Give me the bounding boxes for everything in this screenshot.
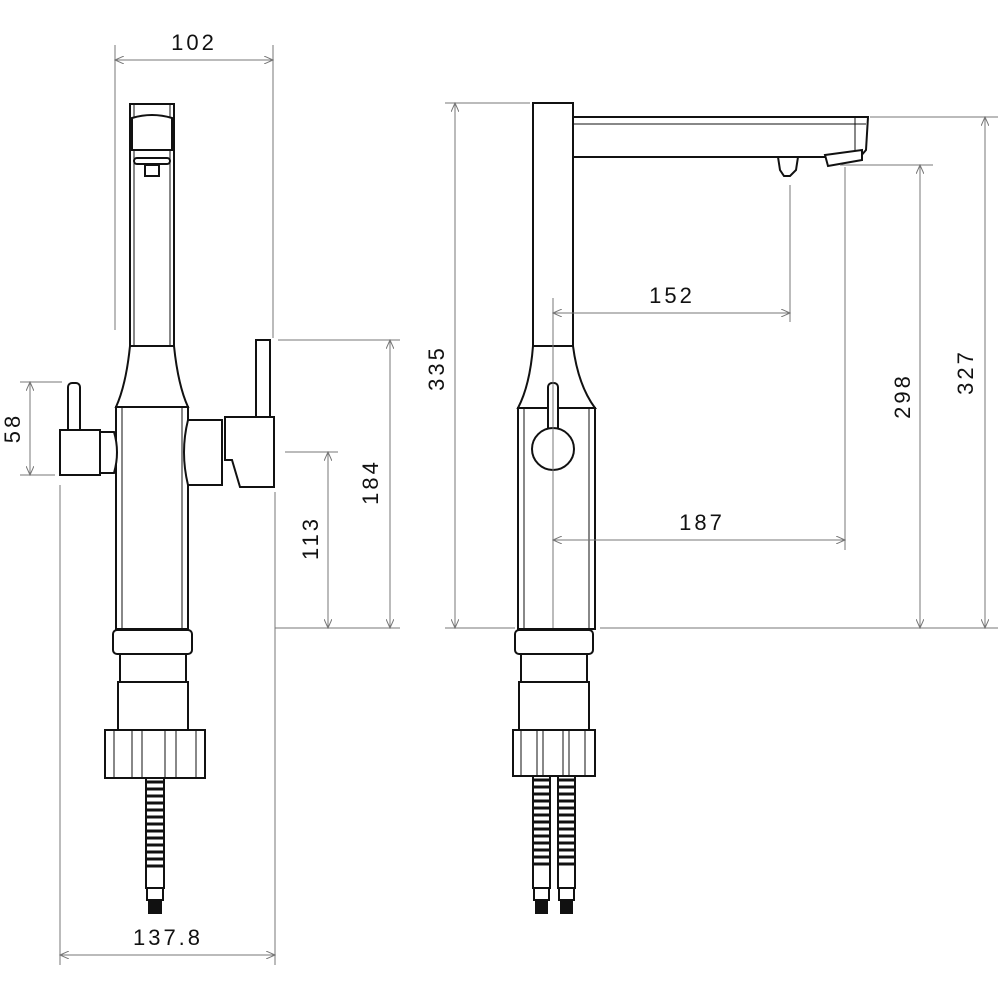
front-hose xyxy=(145,777,165,914)
dim-label-187: 187 xyxy=(679,510,725,535)
dim-label-58: 58 xyxy=(0,413,25,443)
front-left-handle-lever xyxy=(67,382,81,434)
dim-label-113: 113 xyxy=(298,516,323,560)
front-spout-head xyxy=(131,114,173,151)
front-nozzle xyxy=(144,164,160,177)
side-mounting-nut xyxy=(512,729,596,777)
front-right-connector xyxy=(183,419,223,486)
side-aerator xyxy=(823,148,863,168)
dim-label-137-8: 137.8 xyxy=(133,925,203,950)
side-dimensions: 335 152 187 298 327 xyxy=(424,103,998,628)
dim-label-102: 102 xyxy=(171,30,217,55)
dim-label-152: 152 xyxy=(649,283,695,308)
front-mounting-nut xyxy=(104,729,206,779)
side-hoses xyxy=(532,775,576,914)
front-taper xyxy=(114,345,190,408)
side-view xyxy=(512,102,870,914)
front-body xyxy=(115,406,189,630)
side-base-ring xyxy=(514,629,594,655)
side-spout-arm xyxy=(572,116,870,158)
dim-label-327: 327 xyxy=(953,349,978,395)
front-left-handle xyxy=(59,429,101,476)
side-small-nozzle xyxy=(776,156,800,177)
front-view xyxy=(59,103,275,914)
dim-label-184: 184 xyxy=(358,459,383,505)
dim-label-335: 335 xyxy=(424,345,449,391)
dim-label-298: 298 xyxy=(890,373,915,419)
front-dimensions: 102 58 113 184 137.8 xyxy=(0,30,400,965)
front-right-handle-lever xyxy=(255,339,271,421)
front-base-ring xyxy=(112,629,193,655)
front-right-handle xyxy=(224,416,275,488)
